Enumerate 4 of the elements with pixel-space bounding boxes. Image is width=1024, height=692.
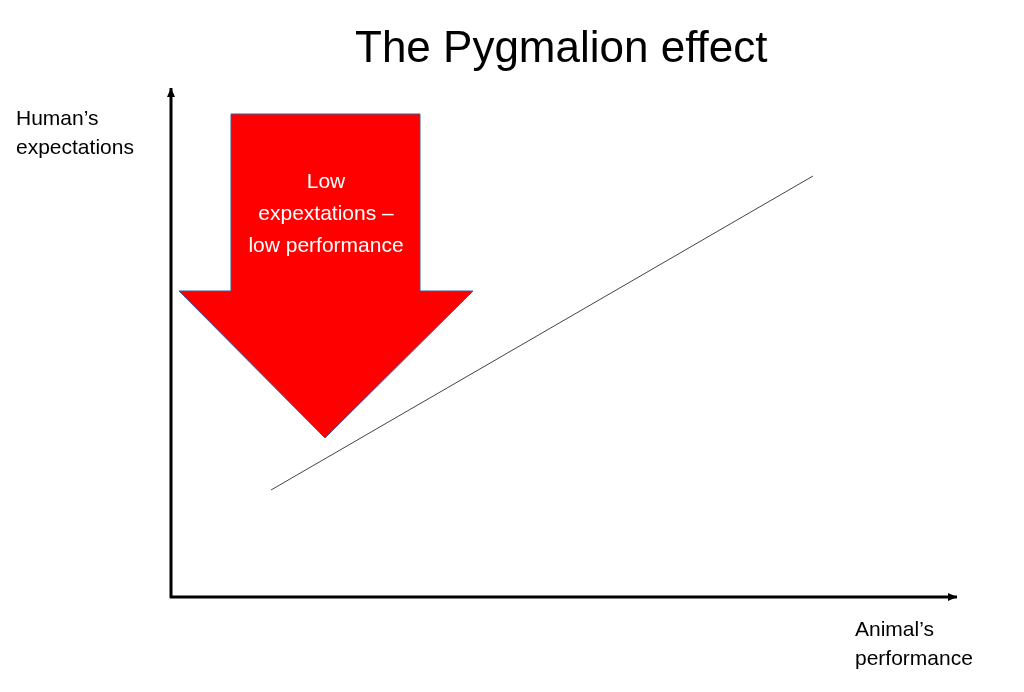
axis-label: Human’s expectations	[16, 105, 135, 160]
arrow-label: Low expextations – low performance	[247, 168, 405, 258]
axis-label: Animal’s performance	[855, 616, 974, 671]
title: The Pygmalion effect	[355, 22, 768, 72]
